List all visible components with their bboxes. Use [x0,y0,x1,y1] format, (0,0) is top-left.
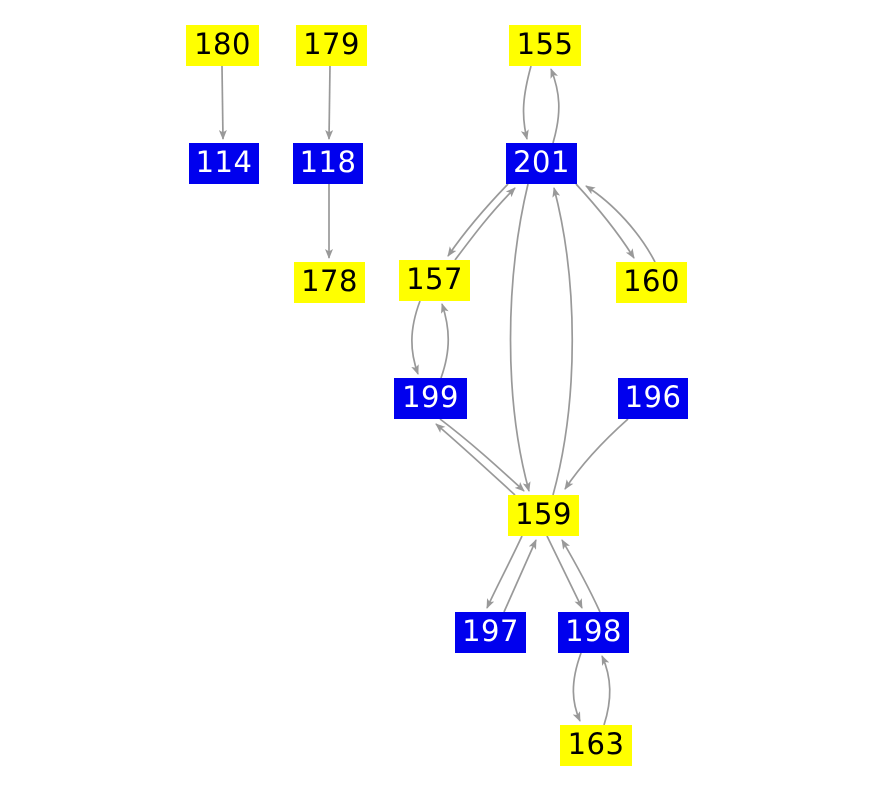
node-159[interactable]: 159 [508,495,579,536]
node-198[interactable]: 198 [558,612,629,653]
edge-163-198 [601,655,611,726]
edge-159-199 [435,423,516,496]
node-180-label: 180 [194,27,251,61]
edge-199-159 [439,418,525,492]
edge-157-201 [454,187,516,261]
node-201-label: 201 [513,145,570,179]
edge-155-201 [520,65,532,140]
node-199-label: 199 [402,380,459,414]
node-197[interactable]: 197 [455,612,526,653]
edge-159-201 [552,187,574,496]
edge-159-198 [546,535,583,609]
node-155[interactable]: 155 [509,25,581,66]
node-196[interactable]: 196 [618,378,688,419]
node-196-label: 196 [624,380,682,414]
node-160-label: 160 [623,264,680,298]
edge-159-197 [486,535,523,609]
node-179[interactable]: 179 [296,25,367,66]
node-157-label: 157 [406,262,463,296]
node-114[interactable]: 114 [189,143,259,184]
node-159-label: 159 [515,497,572,531]
node-197-label: 197 [462,614,519,648]
node-160[interactable]: 160 [616,262,687,303]
node-118[interactable]: 118 [293,143,363,184]
edge-201-157 [447,183,509,257]
edge-157-199 [411,300,421,375]
edge-160-201 [585,185,656,263]
node-163[interactable]: 163 [560,725,632,766]
node-198-label: 198 [565,614,622,648]
node-179-label: 179 [303,27,360,61]
node-155-label: 155 [516,27,574,61]
node-163-label: 163 [567,727,625,761]
node-157[interactable]: 157 [399,260,470,301]
node-199[interactable]: 199 [394,378,467,419]
node-178[interactable]: 178 [294,262,365,303]
node-201[interactable]: 201 [506,143,577,184]
edge-180-114 [218,65,227,140]
node-180[interactable]: 180 [186,25,259,66]
edge-197-159 [503,539,537,613]
edge-198-163 [572,652,582,722]
edge-198-159 [561,539,601,613]
edge-196-159 [564,418,629,490]
node-178-label: 178 [301,264,358,298]
edge-179-118 [325,65,334,140]
edge-201-160 [575,183,635,259]
node-118-label: 118 [299,145,357,179]
edge-199-157 [440,303,450,379]
edge-201-155 [550,68,560,144]
node-114-label: 114 [195,145,253,179]
edge-201-159 [509,183,531,492]
